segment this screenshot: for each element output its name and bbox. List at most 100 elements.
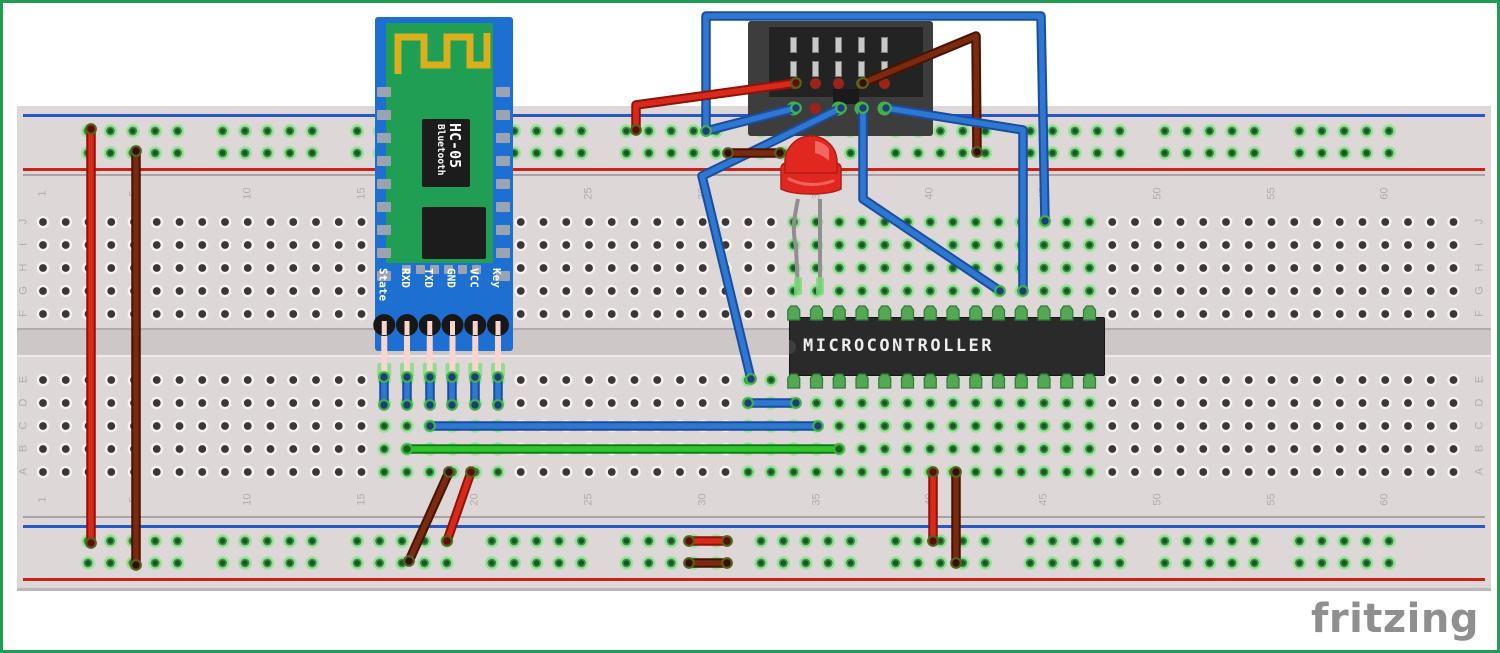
wire-end[interactable] — [85, 123, 97, 135]
wire-end[interactable] — [1017, 285, 1029, 297]
mcu-pin[interactable] — [923, 305, 937, 321]
wire-hc05-jumper-state[interactable] — [378, 371, 390, 411]
wire-end[interactable] — [742, 397, 754, 409]
mcu-pin[interactable] — [832, 373, 846, 389]
wire-end[interactable] — [492, 399, 504, 411]
wire-end[interactable] — [927, 535, 939, 547]
wire-end[interactable] — [424, 371, 436, 383]
wire-hc05-jumper-rxd[interactable] — [401, 371, 413, 411]
wire-end[interactable] — [85, 537, 97, 549]
mcu-pin[interactable] — [991, 373, 1006, 389]
wire-end[interactable] — [700, 125, 712, 137]
wire-brown-vert-right[interactable] — [950, 466, 962, 569]
wire-end[interactable] — [812, 420, 824, 432]
mcu-pin[interactable] — [832, 305, 846, 321]
wire-end[interactable] — [469, 371, 481, 383]
wires-layer[interactable] — [3, 3, 1500, 653]
wire-red-vert-right[interactable] — [927, 466, 939, 547]
wire-blue-row-d-short[interactable] — [742, 397, 802, 409]
mcu-pin[interactable] — [855, 305, 869, 321]
wire-red-diag-to-power[interactable] — [441, 466, 477, 547]
wire-end[interactable] — [857, 77, 869, 89]
wire-end[interactable] — [950, 466, 962, 478]
wire-end[interactable] — [403, 555, 415, 567]
wire-end[interactable] — [971, 146, 983, 158]
mcu-pin[interactable] — [900, 305, 915, 321]
wire-end[interactable] — [790, 102, 802, 114]
wire-end[interactable] — [446, 399, 458, 411]
wire-end[interactable] — [424, 420, 436, 432]
isp-contact[interactable] — [810, 78, 821, 89]
wire-hc05-jumper-txd[interactable] — [424, 371, 436, 411]
mcu-pin[interactable] — [1037, 305, 1051, 321]
wire-ground-wire-left[interactable] — [130, 145, 142, 571]
mcu-pin[interactable] — [923, 373, 937, 389]
wire-green-row-b-long[interactable] — [401, 443, 845, 455]
mcu-pin[interactable] — [900, 373, 915, 389]
wire-end[interactable] — [1039, 215, 1051, 227]
microcontroller[interactable]: MICROCONTROLLER — [789, 317, 1105, 376]
wire-end[interactable] — [721, 535, 733, 547]
wire-end[interactable] — [790, 77, 802, 89]
wire-end[interactable] — [446, 371, 458, 383]
wire-blue-isp-d[interactable] — [880, 102, 1029, 297]
wire-end[interactable] — [880, 102, 892, 114]
wire-end[interactable] — [994, 285, 1006, 297]
wire-end[interactable] — [790, 397, 802, 409]
wire-end[interactable] — [378, 399, 390, 411]
isp-contact[interactable] — [833, 78, 844, 89]
wire-end[interactable] — [774, 147, 786, 159]
mcu-pin[interactable] — [991, 305, 1006, 321]
mcu-pin[interactable] — [878, 305, 892, 321]
wire-red-bottom-rail-jumper[interactable] — [683, 535, 733, 547]
wire-end[interactable] — [630, 124, 642, 136]
wire-end[interactable] — [424, 399, 436, 411]
mcu-pin[interactable] — [1082, 305, 1097, 321]
mcu-pin[interactable] — [1060, 305, 1074, 321]
wire-end[interactable] — [465, 466, 477, 478]
wire-blue-row-c-long[interactable] — [424, 420, 824, 432]
led[interactable] — [780, 135, 842, 195]
mcu-pin[interactable] — [1037, 373, 1051, 389]
mcu-pin[interactable] — [969, 373, 983, 389]
wire-blue-isp-b[interactable] — [697, 102, 847, 385]
wire-end[interactable] — [378, 371, 390, 383]
mcu-pin[interactable] — [787, 373, 801, 389]
wire-end[interactable] — [492, 371, 504, 383]
wire-end[interactable] — [441, 535, 453, 547]
wire-brown-top-rail-jumper[interactable] — [722, 147, 786, 159]
mcu-pin[interactable] — [946, 305, 960, 321]
isp-contact[interactable] — [810, 103, 821, 114]
mcu-pin[interactable] — [809, 373, 824, 389]
wire-power-wire-left[interactable] — [85, 123, 97, 549]
mcu-pin[interactable] — [1060, 373, 1074, 389]
wire-blue-isp-c[interactable] — [857, 102, 1006, 297]
wire-end[interactable] — [950, 557, 962, 569]
wire-end[interactable] — [130, 145, 142, 157]
wire-end[interactable] — [721, 557, 733, 569]
wire-brown-isp-to-rail[interactable] — [857, 31, 983, 158]
mcu-pin[interactable] — [1014, 305, 1028, 321]
wire-blue-isp-a[interactable] — [700, 102, 802, 137]
mcu-pin[interactable] — [1082, 373, 1097, 389]
wire-brown-bottom-rail-jumper[interactable] — [683, 557, 733, 569]
wire-brown-diag-to-ground[interactable] — [403, 466, 455, 567]
mcu-pin[interactable] — [1014, 373, 1028, 389]
wire-end[interactable] — [683, 535, 695, 547]
wire-end[interactable] — [401, 399, 413, 411]
mcu-pin[interactable] — [969, 305, 983, 321]
wire-end[interactable] — [722, 147, 734, 159]
mcu-pin[interactable] — [809, 305, 824, 321]
wire-end[interactable] — [745, 373, 757, 385]
wire-end[interactable] — [833, 443, 845, 455]
mcu-pin[interactable] — [855, 373, 869, 389]
mcu-pin[interactable] — [787, 305, 801, 321]
wire-end[interactable] — [130, 559, 142, 571]
wire-hc05-jumper-vcc[interactable] — [469, 371, 481, 411]
wire-end[interactable] — [683, 557, 695, 569]
wire-end[interactable] — [835, 102, 847, 114]
wire-end[interactable] — [401, 371, 413, 383]
wire-end[interactable] — [469, 399, 481, 411]
mcu-pin[interactable] — [878, 373, 892, 389]
